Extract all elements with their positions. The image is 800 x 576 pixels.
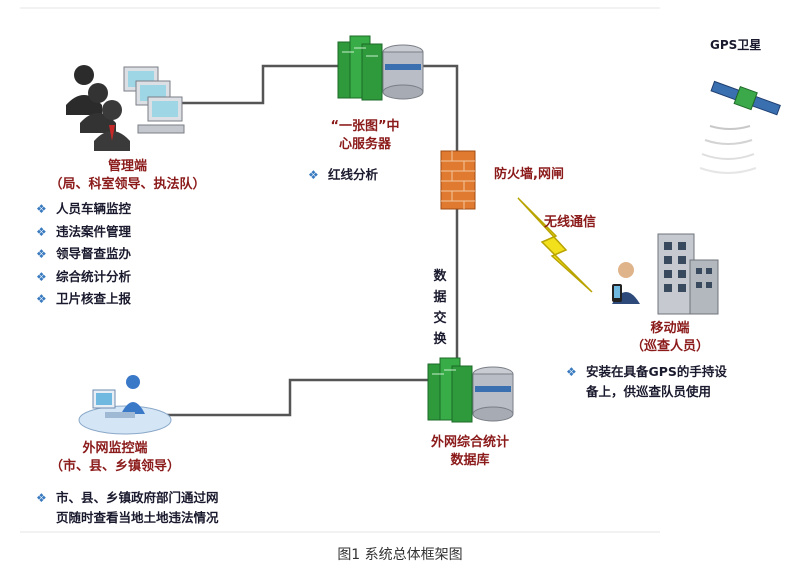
link-management-center <box>180 64 338 105</box>
link-center-firewall <box>420 64 459 152</box>
bullet-icon: ❖ <box>36 269 47 284</box>
link-db-external <box>165 378 432 417</box>
firewall-label: 防火墙,网闸 <box>494 167 564 182</box>
mobile-title-line1: 移动端 <box>650 321 690 336</box>
satellite-icon <box>699 80 781 174</box>
data-exchange-char: 据 <box>433 290 447 305</box>
database-server-icon <box>427 357 514 423</box>
external-monitor-desc-text2: 页随时查看当地土地违法情况 <box>56 510 219 525</box>
list-item: ❖ 综合统计分析 <box>36 266 131 289</box>
bullet-icon: ❖ <box>36 202 47 216</box>
list-item: ❖ 违法案件管理 <box>36 221 131 244</box>
management-node <box>52 55 192 155</box>
feature-label: 领导督查监办 <box>56 246 132 261</box>
lightning-icon <box>517 197 593 293</box>
external-db-node <box>420 352 520 427</box>
external-monitor-desc-line2: 页随时查看当地土地违法情况 <box>36 508 219 528</box>
center-server-node <box>330 30 430 105</box>
mobile-node <box>600 228 720 318</box>
external-monitor-title-line2: （市、县、乡镇领导） <box>49 459 180 474</box>
gps-label: GPS卫星 <box>710 38 762 52</box>
external-monitor-node <box>75 368 175 438</box>
server-icon <box>337 35 424 101</box>
feature-label: 卫片核查上报 <box>56 291 132 306</box>
bullet-icon: ❖ <box>308 168 319 182</box>
external-monitor-desc-text1: 市、县、乡镇政府部门通过网 <box>56 490 219 505</box>
center-server-title: “一张图”中 心服务器 <box>305 118 425 154</box>
feature-label: 违法案件管理 <box>56 223 132 239</box>
bullet-icon: ❖ <box>36 491 47 505</box>
center-server-title-line1: “一张图”中 <box>330 119 400 134</box>
bullet-icon: ❖ <box>36 247 47 261</box>
external-monitor-desc-line1: ❖ 市、县、乡镇政府部门通过网 <box>36 488 219 508</box>
list-item: ❖ 领导督查监办 <box>36 243 131 266</box>
figure-caption: 图1 系统总体框架图 <box>337 547 463 563</box>
data-exchange-char: 换 <box>433 332 447 347</box>
center-server-title-line2: 心服务器 <box>338 137 391 152</box>
mobile-title-line2: （巡查人员） <box>630 339 709 354</box>
data-exchange-label: 数 据 交 换 <box>432 266 448 350</box>
bullet-icon: ❖ <box>36 292 47 306</box>
people-computers-icon <box>66 65 185 151</box>
list-item: ❖ 卫片核查上报 <box>36 288 131 311</box>
external-db-title-line1: 外网综合统计 <box>430 435 509 450</box>
mobile-title: 移动端 （巡查人员） <box>620 320 720 356</box>
management-title: 管理端 （局、科室领导、执法队） <box>40 158 215 194</box>
list-item: ❖ 红线分析 <box>308 164 378 187</box>
external-monitor-title-line1: 外网监控端 <box>82 441 148 456</box>
bullet-icon: ❖ <box>36 224 47 239</box>
mobile-desc: ❖ 安装在具备GPS的手持设 备上，供巡查队员使用 <box>566 362 727 402</box>
external-monitor-desc: ❖ 市、县、乡镇政府部门通过网 页随时查看当地土地违法情况 <box>36 488 219 528</box>
mobile-desc-line1: ❖ 安装在具备GPS的手持设 <box>566 362 727 382</box>
data-exchange-char: 交 <box>433 311 447 326</box>
external-monitor-title: 外网监控端 （市、县、乡镇领导） <box>30 440 200 476</box>
mobile-building-icon <box>612 233 719 315</box>
mobile-desc-text2: 备上，供巡查队员使用 <box>586 384 712 399</box>
feature-label: 人员车辆监控 <box>56 201 132 216</box>
management-title-line2: （局、科室领导、执法队） <box>49 177 206 192</box>
mobile-desc-text1: 安装在具备GPS的手持设 <box>586 364 727 379</box>
workstation-icon <box>78 375 172 435</box>
external-db-title-line2: 数据库 <box>450 453 490 468</box>
wireless-link <box>512 192 602 302</box>
mobile-desc-line2: 备上，供巡查队员使用 <box>566 382 727 402</box>
gps-satellite: GPS卫星 <box>690 28 790 178</box>
center-server-features: ❖ 红线分析 <box>308 164 378 187</box>
data-exchange-char: 数 <box>433 269 447 284</box>
list-item: ❖ 人员车辆监控 <box>36 198 131 221</box>
firewall-node <box>440 150 476 210</box>
external-db-title: 外网综合统计 数据库 <box>410 434 530 470</box>
management-features: ❖ 人员车辆监控 ❖ 违法案件管理 ❖ 领导督查监办 ❖ 综合统计分析 ❖ 卫片核查上报 <box>36 198 131 311</box>
firewall-icon <box>440 150 476 210</box>
feature-label: 综合统计分析 <box>56 268 132 284</box>
feature-label: 红线分析 <box>328 167 379 182</box>
wireless-label: 无线通信 <box>544 215 597 230</box>
management-title-line1: 管理端 <box>107 159 147 174</box>
bullet-icon: ❖ <box>566 365 577 379</box>
